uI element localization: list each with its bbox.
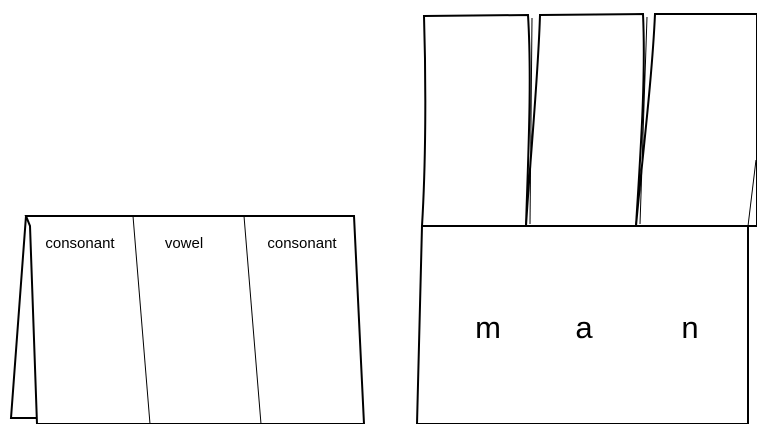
- flip-tab-3: [634, 13, 757, 227]
- flip-tab-3-edge: [639, 16, 648, 225]
- left-card-face: [24, 215, 366, 424]
- letter-n: n: [681, 310, 698, 345]
- cvc-label-card: consonant vowel consonant: [9, 215, 366, 424]
- left-card-divider-1: [132, 215, 151, 424]
- flip-tab-3-right-edge: [747, 159, 757, 227]
- flip-tab-2-edge: [529, 17, 533, 225]
- flip-tab-1: [420, 13, 531, 227]
- label-consonant-2: consonant: [267, 235, 337, 252]
- letter-m: m: [475, 310, 501, 345]
- word-flip-card: m a n: [415, 12, 757, 424]
- left-card-divider-2: [243, 215, 262, 424]
- label-consonant-1: consonant: [45, 235, 115, 252]
- left-card-back-flap: [9, 215, 37, 419]
- letter-a: a: [575, 310, 593, 345]
- flip-tab-2: [524, 12, 645, 227]
- word-card-base: [415, 225, 749, 424]
- label-vowel: vowel: [165, 235, 203, 252]
